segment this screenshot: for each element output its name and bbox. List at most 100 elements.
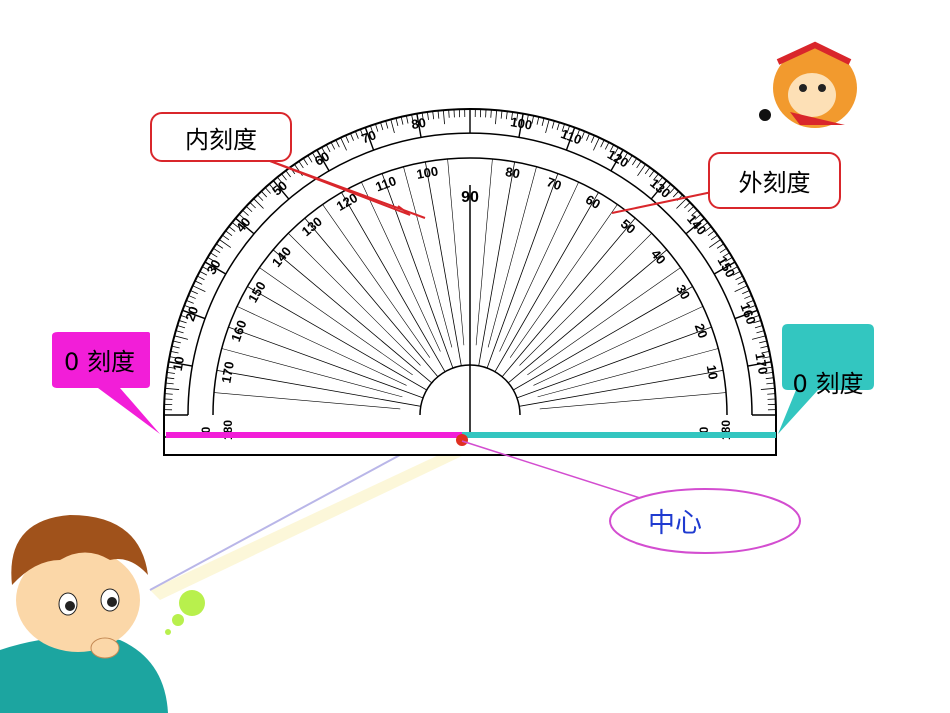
tick-mark [753,320,762,324]
tick-mark [765,372,774,374]
tick-mark [321,147,326,155]
tick-mark [364,127,375,151]
angle-ray [513,286,693,391]
tick-mark [277,176,283,184]
tick-mark [249,202,256,209]
zero-right-line1: 0 刻 [792,370,840,398]
center-callout-bubble [609,488,801,554]
tick-mark [335,139,340,148]
tick-mark [765,377,774,380]
tick-mark [627,155,633,163]
tick-mark [716,243,724,249]
angle-ray [288,233,421,366]
tick-mark [531,115,535,124]
end-scale-number: 0 [697,426,711,433]
tick-mark [672,190,679,198]
tick-mark [354,131,359,139]
top-label-90: 90 [461,189,479,206]
tick-mark [325,144,331,153]
zero-scale-label-left: 0 刻度 [64,347,135,376]
outer-scale-label: 外刻度 [708,152,841,209]
tick-mark [298,161,304,169]
tick-mark [767,393,776,395]
outer-scale-number: 110 [559,126,584,147]
tick-mark [685,217,705,235]
tick-mark [272,180,290,200]
tick-mark [742,290,750,295]
tick-mark [219,239,232,248]
tick-mark [732,270,741,276]
tick-mark [701,222,709,228]
tick-mark [182,309,206,320]
tick-mark [178,320,187,324]
tick-mark [730,266,738,271]
angle-ray [486,173,559,369]
angle-ray [221,348,403,398]
tick-mark [650,180,668,200]
tick-mark [649,170,655,178]
inner-scale-label: 内刻度 [150,112,292,162]
tick-mark [766,382,775,385]
angle-ray [494,192,599,372]
tick-mark [188,295,196,299]
tick-mark [395,117,399,126]
tick-mark [746,299,754,304]
tick-mark [760,387,775,390]
thinking-boy-icon [0,515,205,713]
tick-mark [490,109,492,118]
tick-mark [199,270,208,276]
outer-scale-number: 80 [410,115,427,132]
angle-ray [516,326,712,399]
tick-mark [511,111,513,120]
tick-mark [165,387,180,390]
tick-mark [590,135,595,143]
outer-scale-pointer [611,191,713,214]
tick-mark [586,133,590,141]
tick-mark [747,361,772,367]
tick-mark [623,152,628,160]
tick-mark [600,139,605,148]
tick-mark [257,194,264,201]
outer-scale-number: 100 [509,114,533,133]
angle-rays [213,158,727,410]
inner-scale-number: 80 [504,164,521,181]
outer-scale-number: 30 [203,257,223,277]
tick-mark [713,261,736,275]
tick-mark [166,372,175,374]
angle-ray [424,161,462,366]
zero-scale-label-right: 0 刻 度 [783,344,873,424]
angle-ray [501,217,636,377]
tick-mark [316,149,330,172]
tick-mark [644,167,651,175]
tick-mark [734,309,758,320]
tick-mark [204,261,227,275]
angle-ray [478,161,516,366]
tick-mark [657,176,663,184]
tick-mark [636,161,642,169]
tick-mark [754,325,763,329]
outer-scale-number: 10 [170,355,187,372]
inner-scale-arc [212,157,728,416]
angle-ray [475,158,493,346]
outer-scale-number: 60 [312,148,332,168]
tick-mark [669,187,676,194]
tick-mark [231,222,239,228]
tick-mark [172,340,181,344]
tick-mark [448,109,450,118]
end-scale-number: 0 [199,426,213,433]
tick-mark [676,198,687,209]
inner-scale-number: 100 [415,163,439,182]
tick-mark [691,209,698,216]
tick-mark [751,335,766,340]
angle-ray [519,233,652,366]
tick-mark [610,149,624,172]
tick-mark [164,393,173,395]
tick-mark [285,170,291,178]
center-label: 中心 [648,507,702,539]
tick-mark [207,257,215,262]
angle-ray [447,158,465,346]
angle-ray [259,267,413,376]
tick-mark [581,131,586,139]
tick-mark [194,280,203,285]
